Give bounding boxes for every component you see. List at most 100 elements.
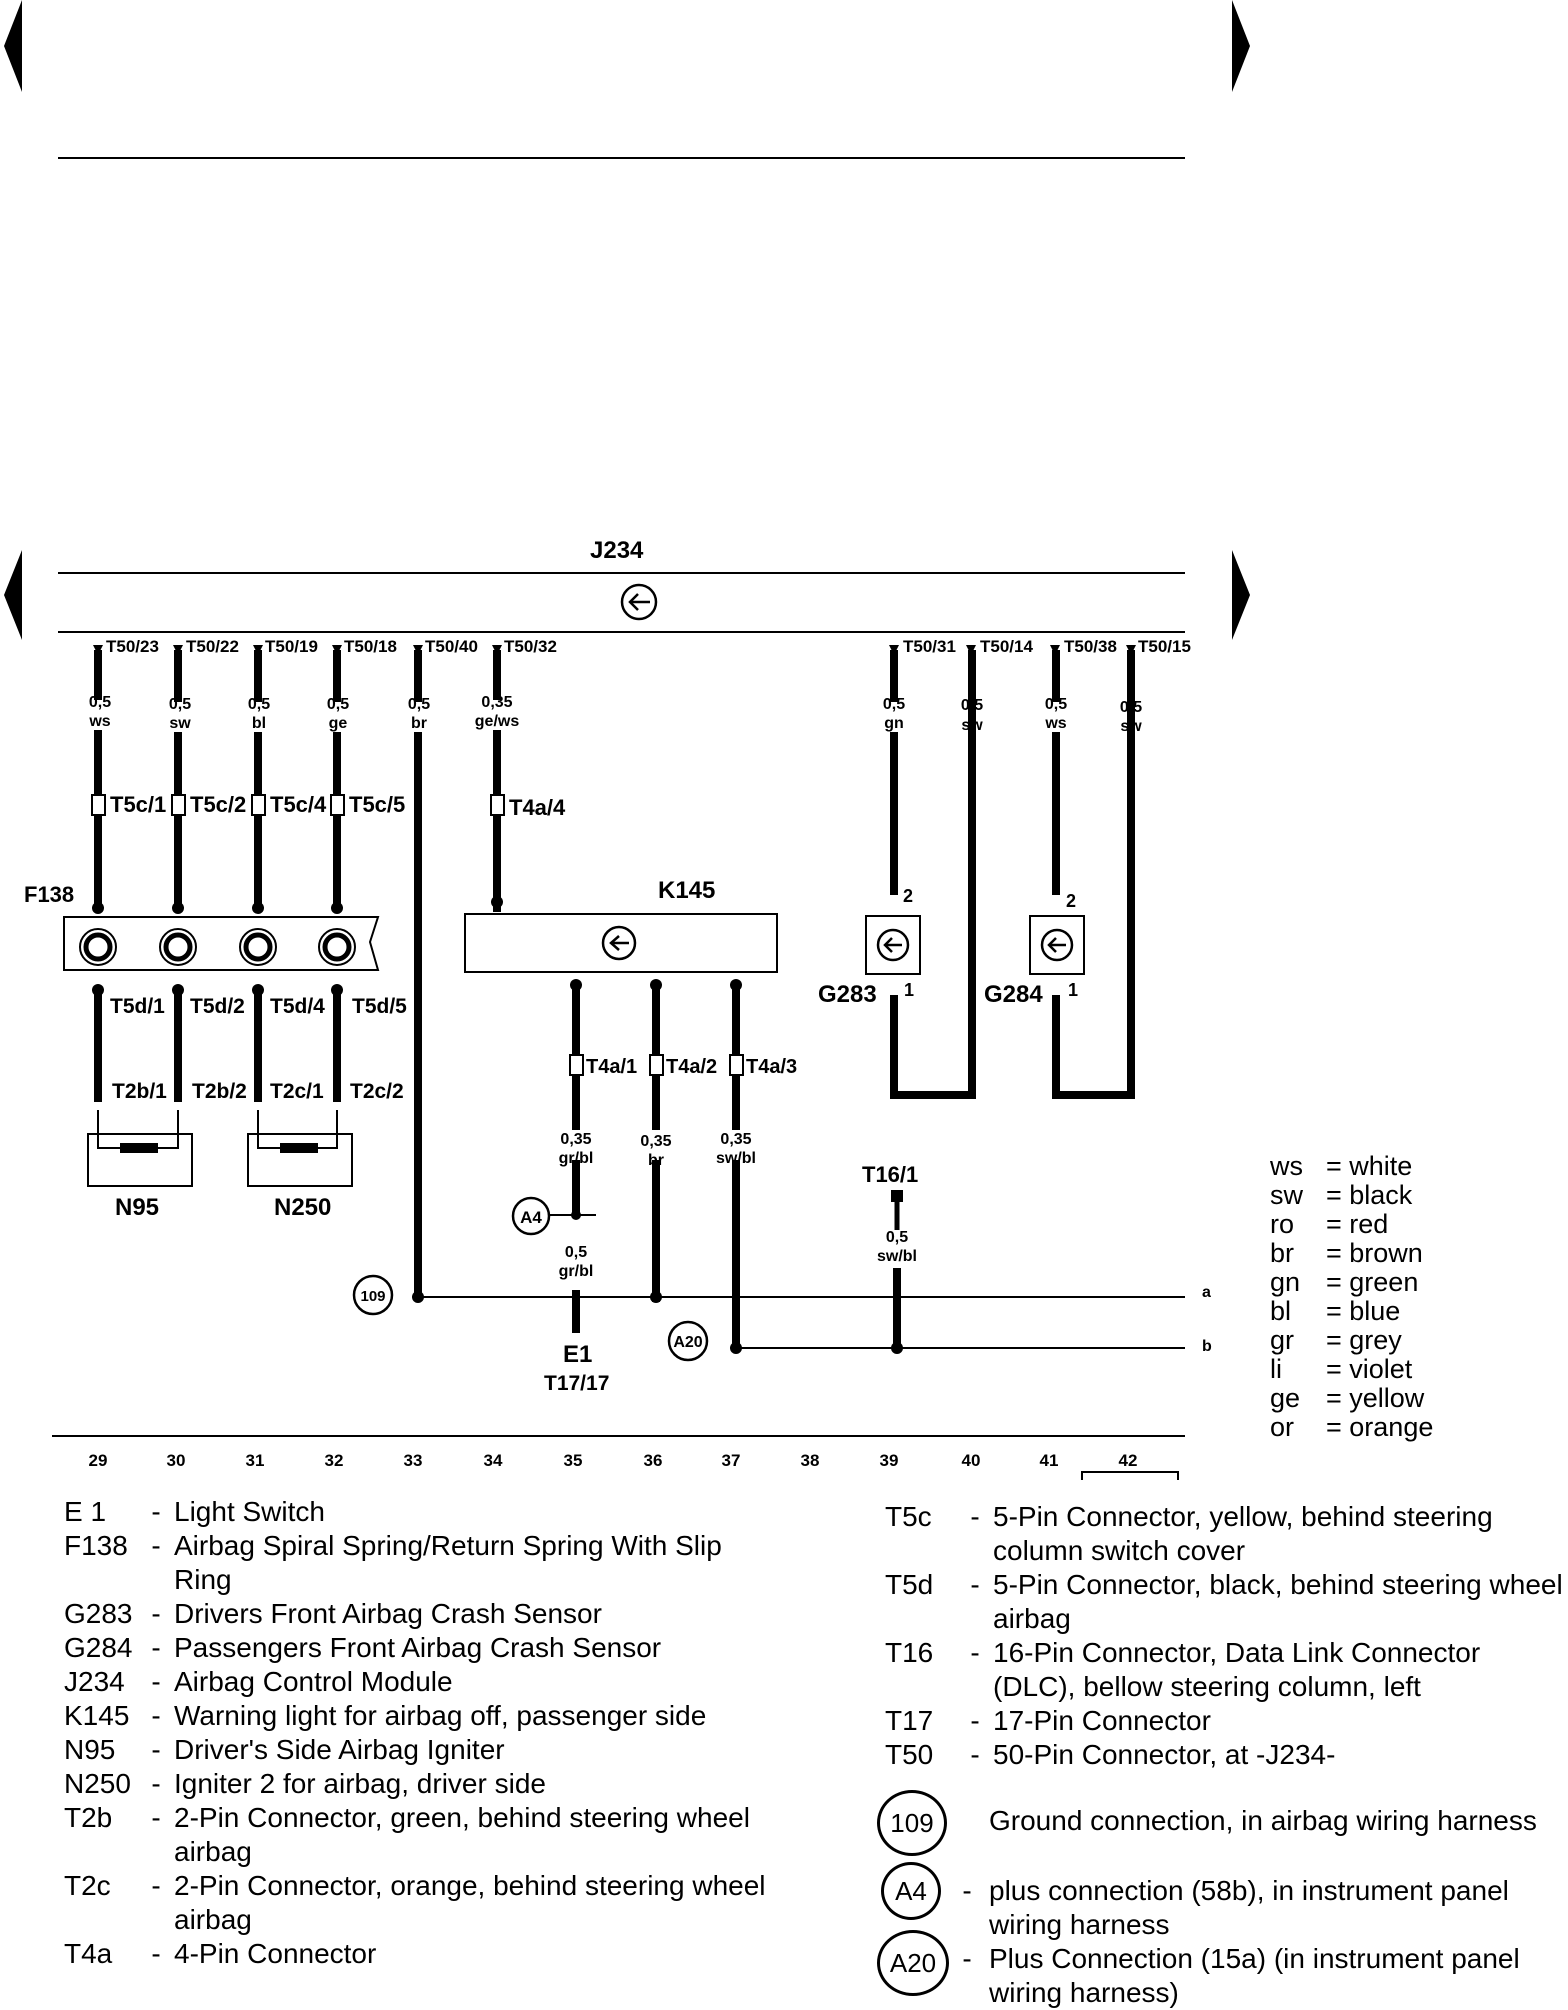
legend-item: - — [962, 1875, 972, 1906]
svg-text:T2b/2: T2b/2 — [192, 1080, 247, 1103]
svg-text:0,5: 0,5 — [565, 1244, 587, 1261]
svg-text:T2c/1: T2c/1 — [270, 1080, 324, 1103]
svg-text:sw/bl: sw/bl — [877, 1248, 917, 1265]
pin-label: T50/31 — [903, 637, 956, 656]
svg-text:32: 32 — [325, 1451, 344, 1470]
t5d-labels: T5d/1 T5d/2 T5d/4 T5d/5 — [110, 995, 407, 1018]
svg-text:gr/bl: gr/bl — [559, 1263, 594, 1280]
track-numbers: 29 30 31 32 33 34 35 36 37 38 39 40 41 4… — [89, 1451, 1138, 1470]
legend-item: N250-Igniter 2 for airbag, driver side — [64, 1768, 546, 1799]
f138-label: F138 — [24, 882, 74, 907]
ground-109-circle — [352, 1274, 394, 1316]
ground-109-label: 109 — [360, 1288, 385, 1305]
t5c-connectors — [91, 794, 505, 816]
wires — [94, 650, 1135, 1350]
a20-label: A20 — [673, 1334, 702, 1351]
k145-electronic-icon — [601, 925, 637, 961]
svg-text:T4a/3: T4a/3 — [746, 1056, 797, 1078]
color-key-row: bl= blue — [1270, 1296, 1401, 1326]
legend-item: T4a-4-Pin Connector — [64, 1938, 377, 1969]
k145-label: K145 — [658, 877, 715, 904]
color-key-row: li= violet — [1270, 1354, 1413, 1384]
pin-label: T50/38 — [1064, 637, 1117, 656]
legend-item: J234-Airbag Control Module — [64, 1666, 453, 1697]
svg-text:2: 2 — [1066, 891, 1076, 911]
t2-labels: T2b/1 T2b/2 T2c/1 T2c/2 — [112, 1080, 404, 1103]
color-key-row: gr= grey — [1270, 1325, 1402, 1355]
svg-text:35: 35 — [564, 1451, 583, 1470]
svg-text:T4a/2: T4a/2 — [666, 1056, 717, 1078]
color-key: ws= white sw= black ro= red br= brown gn… — [1270, 1152, 1433, 1442]
legend-circles: 109 Ground connection, in airbag wiring … — [875, 1790, 1565, 2008]
prev-page-arrow-top[interactable] — [4, 0, 22, 92]
next-page-arrow-mid[interactable] — [1232, 550, 1250, 640]
ground-109-legend-circle: 109 — [877, 1790, 947, 1856]
svg-text:1: 1 — [1068, 980, 1078, 1000]
color-key-row: ge= yellow — [1270, 1383, 1425, 1413]
legend-item: G283-Drivers Front Airbag Crash Sensor — [64, 1598, 602, 1629]
f138-body — [63, 916, 380, 971]
rail-a-label: a — [1202, 1284, 1211, 1301]
g284-label: G284 — [984, 981, 1043, 1008]
svg-text:2: 2 — [903, 886, 913, 906]
legend-item: N95-Driver's Side Airbag Igniter — [64, 1734, 505, 1765]
k145-pin-labels: T4a/1 T4a/2 T4a/3 — [586, 1056, 797, 1078]
legend-item: T2c-2-Pin Connector, orange, behind stee… — [64, 1870, 766, 1935]
pin-label: T50/15 — [1138, 637, 1191, 656]
svg-text:sw/bl: sw/bl — [716, 1150, 756, 1167]
a4-circle — [511, 1196, 551, 1236]
t5c-labels: T5c/1 T5c/2 T5c/4 T5c/5 T4a/4 — [110, 792, 566, 820]
svg-text:T2c/2: T2c/2 — [350, 1080, 404, 1103]
color-key-row: ws= white — [1270, 1151, 1413, 1181]
svg-text:41: 41 — [1040, 1451, 1059, 1470]
svg-text:T5d/5: T5d/5 — [352, 995, 407, 1018]
t16-label: T16/1 — [862, 1162, 918, 1187]
svg-text:br: br — [411, 715, 427, 732]
pin-label: T50/32 — [504, 637, 557, 656]
prev-page-arrow-mid[interactable] — [4, 550, 22, 640]
next-page-arrow-top[interactable] — [1232, 0, 1250, 92]
svg-text:36: 36 — [644, 1451, 663, 1470]
sensor-pin-labels: 2 1 2 1 — [903, 886, 1078, 1000]
svg-text:T5c/4: T5c/4 — [270, 792, 327, 817]
g283-label: G283 — [818, 981, 877, 1008]
svg-text:T5c/2: T5c/2 — [190, 792, 246, 817]
svg-text:0,35: 0,35 — [481, 694, 512, 711]
svg-text:0,5: 0,5 — [883, 696, 905, 713]
svg-text:0,5: 0,5 — [1045, 696, 1067, 713]
pin-label: T50/14 — [980, 637, 1033, 656]
pin-label: T50/22 — [186, 637, 239, 656]
a4-label: A4 — [520, 1208, 542, 1227]
svg-text:30: 30 — [167, 1451, 186, 1470]
wiring-diagram: J234 T50/23 T50/22 T50/19 T50/18 T50/40 … — [4, 0, 1250, 1480]
svg-text:T5c/1: T5c/1 — [110, 792, 166, 817]
legend-item: Ground connection, in airbag wiring harn… — [989, 1805, 1537, 1836]
n95-label: N95 — [115, 1194, 159, 1221]
legend-item: T5c-5-Pin Connector, yellow, behind stee… — [885, 1501, 1493, 1566]
legend-item: K145-Warning light for airbag off, passe… — [64, 1700, 707, 1731]
pin-label: T50/18 — [344, 637, 397, 656]
n250-label: N250 — [274, 1194, 331, 1221]
svg-text:0,35: 0,35 — [560, 1131, 591, 1148]
svg-text:42: 42 — [1119, 1451, 1138, 1470]
legend-item: F138-Airbag Spiral Spring/Return Spring … — [64, 1530, 722, 1595]
color-key-row: br= brown — [1270, 1238, 1423, 1268]
wire-labels-right: 0,5 gn 0,5 sw 0,5 ws 0,5 sw — [883, 696, 1142, 735]
svg-text:34: 34 — [484, 1451, 503, 1470]
svg-text:40: 40 — [962, 1451, 981, 1470]
svg-text:T4a/4: T4a/4 — [509, 795, 566, 820]
j234-label: J234 — [590, 537, 644, 564]
svg-text:sw: sw — [169, 715, 191, 732]
svg-text:T2b/1: T2b/1 — [112, 1080, 167, 1103]
a20-circle — [667, 1320, 709, 1362]
svg-text:1: 1 — [904, 980, 914, 1000]
legend-item: T50-50-Pin Connector, at -J234- — [885, 1739, 1336, 1770]
svg-text:ws: ws — [88, 713, 110, 730]
color-key-row: or= orange — [1270, 1412, 1434, 1442]
svg-text:37: 37 — [722, 1451, 741, 1470]
legend-item: E 1-Light Switch — [64, 1496, 325, 1527]
ref-number-box — [1081, 1471, 1179, 1480]
g284-sensor — [1029, 915, 1085, 975]
pin-label: T50/19 — [265, 637, 318, 656]
svg-text:29: 29 — [89, 1451, 108, 1470]
